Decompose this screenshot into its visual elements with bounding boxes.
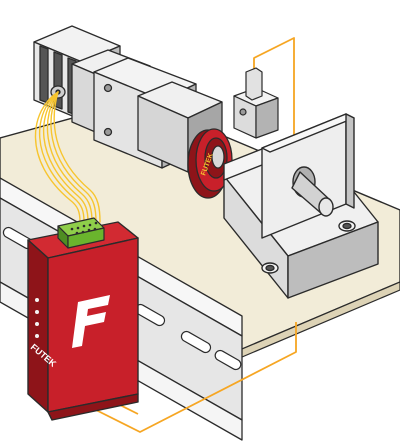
din-rail-module: FUTEK — [27, 221, 139, 421]
futek-logo-icon — [72, 295, 110, 348]
screw-icon — [338, 220, 356, 232]
screw-icon — [261, 262, 279, 274]
terminal-connector — [57, 217, 105, 249]
sensor-cable — [34, 91, 101, 223]
rotary-torque-sensor: FUTEK — [187, 128, 233, 199]
led-indicator-icon — [35, 298, 39, 338]
bearing-bracket — [223, 113, 379, 299]
sensor-connector — [233, 67, 279, 139]
